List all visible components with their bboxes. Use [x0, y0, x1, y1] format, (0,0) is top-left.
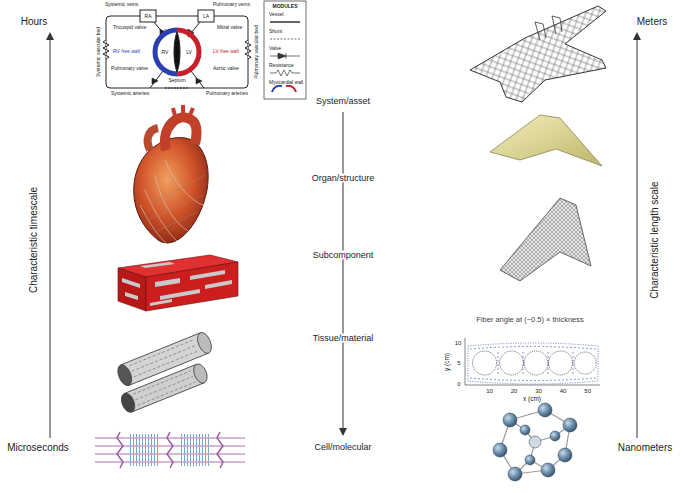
aircraft-wireframe: [470, 6, 606, 102]
axis-label: Hours: [20, 17, 49, 27]
schematic-label: Pulmonary vascular bed: [254, 24, 259, 80]
axis-label: Nanometers: [617, 443, 673, 453]
plot-text: 30: [534, 388, 543, 394]
heart-illustration: [134, 105, 208, 245]
plot-text: 5: [456, 360, 461, 366]
plot-text: 0: [456, 381, 461, 387]
schematic-label: RV: [161, 50, 170, 55]
schematic-label: Mitral valve: [216, 25, 243, 30]
schematic-label: Aortic valve: [212, 66, 240, 71]
legend-text: Resistance: [268, 63, 295, 68]
schematic-label: LV free wall: [212, 49, 240, 54]
scale-level-label: Tissue/material: [312, 334, 375, 343]
plot-text: 20: [510, 388, 519, 394]
plot-text: Fiber angle at (−0.5) × thickness: [475, 316, 585, 324]
plot-text: y (cm): [444, 352, 451, 372]
flying-wing: [490, 115, 602, 166]
cell-cylinders: [115, 331, 214, 415]
legend-text: Valve: [268, 46, 282, 51]
schematic-label: LA: [202, 14, 210, 19]
modules-legend: [264, 1, 306, 99]
plot-text: 50: [583, 388, 592, 394]
legend-text: Vessel: [268, 12, 285, 17]
fiber-plot: [465, 338, 600, 385]
sarcomere: [95, 432, 245, 468]
schematic-label: RV free wall: [112, 49, 141, 54]
crystal-structure: [493, 403, 577, 481]
schematic-label: LV: [185, 50, 193, 55]
scale-level-label: Cell/molecular: [313, 443, 372, 452]
axis-label: Characteristic length scale: [650, 180, 660, 299]
axis-label: Microseconds: [6, 443, 70, 453]
plot-text: x (cm): [522, 396, 542, 403]
legend-heading: MODULES: [272, 4, 299, 9]
axis-label: Meters: [636, 17, 669, 27]
scale-level-label: System/asset: [315, 97, 371, 106]
schematic-label: Systemic arteries: [110, 91, 150, 96]
plot-text: 40: [559, 388, 568, 394]
schematic-label: Pulmonary veins: [212, 2, 251, 7]
legend-text: Shunt: [268, 29, 283, 34]
plot-text: 10: [485, 388, 494, 394]
schematic-label: Systemic veins: [104, 2, 139, 7]
schematic-label: Pulmonary arteries: [205, 91, 249, 96]
schematic-label: Systemic vascular bed: [96, 26, 101, 78]
schematic-label: Tricuspid valve: [112, 25, 147, 30]
axis-label: Characteristic timescale: [29, 186, 39, 294]
schematic-label: Pulmonary valve: [110, 66, 149, 71]
plot-text: 10: [454, 340, 463, 346]
axis-arrow: [50, 36, 637, 438]
wing-mesh: [500, 198, 591, 281]
tissue-block: [118, 255, 238, 311]
circulation-schematic: [103, 10, 251, 88]
schematic-label: RA: [144, 14, 153, 19]
scale-level-label: Subcomponent: [312, 251, 375, 260]
legend-text: Myocardial wall: [268, 80, 304, 85]
schematic-label: Septum: [167, 78, 186, 83]
scale-level-label: Organ/structure: [311, 174, 376, 183]
